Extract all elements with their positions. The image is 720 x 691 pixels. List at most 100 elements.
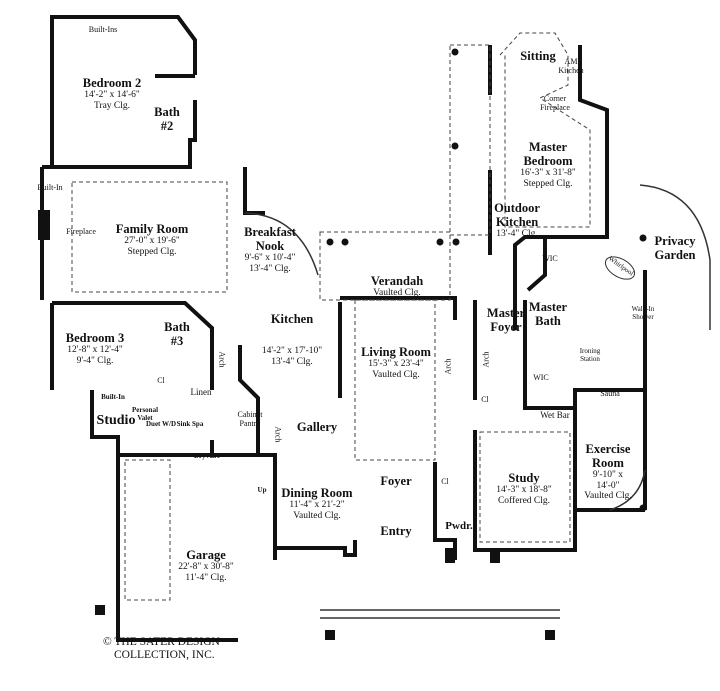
wall: [526, 237, 547, 292]
room-name: Pwdr.: [445, 520, 473, 532]
note-arch: Arch: [443, 358, 453, 375]
room-dims: 9'-6" x 10'-4": [244, 253, 296, 263]
wall: [42, 100, 197, 169]
room-name: Foyer: [380, 474, 412, 488]
garage-slab: [124, 459, 171, 601]
room-bath-2: Bath #2: [154, 105, 180, 133]
exercise-curve: [609, 469, 646, 511]
room-name: Bath #2: [154, 105, 180, 133]
room-bath-3: Bath #3: [164, 320, 190, 348]
privacy-garden-wall: [639, 184, 711, 330]
room-dims: 27'-0" x 19'-6": [124, 236, 180, 246]
wall: [275, 540, 357, 557]
copyright-notice: © THE SATER DESIGN COLLECTION, INC.: [103, 636, 220, 662]
note-linen: Linen: [190, 387, 212, 397]
room-dims: 22'-8" x 30'-8": [178, 562, 234, 572]
room-entry: Entry: [380, 524, 411, 538]
room-sitting: Sitting: [520, 49, 555, 63]
room-dims: 14'-3" x 18'-8": [496, 485, 552, 495]
note-cl-bed3: Cl: [157, 376, 165, 385]
note-cl-foyer: Cl: [441, 477, 449, 486]
room-ceiling: Vaulted Clg.: [373, 288, 421, 298]
room-name: Gallery: [296, 420, 338, 434]
room-dims: 15'-3" x 23'-4": [368, 359, 424, 369]
room-studio: Studio: [97, 413, 136, 429]
note-arch: Arch: [481, 351, 491, 368]
room-name: Bedroom 3: [65, 331, 125, 345]
copyright-line-2: COLLECTION, INC.: [114, 649, 215, 662]
room-ceiling: Coffered Clg.: [497, 495, 551, 506]
note-am-kitchen: AM Kitchen: [558, 57, 584, 75]
note-sink-spa: Sink Spa: [176, 420, 204, 428]
room-name: Master Bedroom: [523, 140, 573, 168]
note-ironing-station: Ironing Station: [579, 347, 601, 363]
room-name: Kitchen: [270, 312, 314, 326]
room-name: Breakfast Nook: [244, 225, 296, 253]
room-dims: 14'-2" x 17'-10": [261, 346, 323, 356]
note-arch: Arch: [273, 426, 283, 443]
room-ceiling: 13'-4" Clg.: [496, 229, 538, 239]
wall: [473, 430, 577, 552]
room-name: Studio: [96, 413, 136, 428]
note-fireplace: Fireplace: [66, 227, 96, 236]
note-sauna: Sauna: [600, 389, 620, 398]
room-dims: 11'-4" x 21'-2": [289, 500, 345, 510]
wall: [116, 455, 238, 642]
room-ceiling: 11'-4" Clg.: [185, 572, 227, 583]
room-name: Verandah: [370, 274, 424, 288]
note-built-in-studio: Built-In: [101, 393, 125, 401]
room-ceiling: Vaulted Clg.: [584, 491, 632, 502]
note-built-ins: Built-Ins: [88, 25, 118, 34]
room-gallery: Gallery: [297, 420, 337, 434]
room-ceiling: Stepped Clg.: [127, 246, 177, 257]
columns: [38, 48, 647, 640]
note-cabinet-pantry: Cabinet Pantry: [237, 410, 263, 428]
note-cl-living: Cl: [481, 395, 489, 404]
master-ceiling: [499, 32, 591, 228]
room-name: Bedroom 2: [82, 76, 142, 90]
note-wic-1: WIC: [542, 254, 558, 263]
room-name: Exercise Room: [585, 442, 631, 470]
room-name: Bath #3: [164, 320, 190, 348]
room-name: Study: [508, 471, 540, 485]
room-ceiling: 13'-4" Clg.: [249, 263, 291, 274]
room-dims: 16'-3" x 31'-8": [520, 168, 576, 178]
room-kitchen: Kitchen 14'-2" x 17'-10"13'-4" Clg.: [262, 312, 322, 367]
whirlpool-tub: [604, 256, 636, 280]
breakfast-bay: [244, 212, 319, 276]
wall: [50, 15, 197, 167]
room-dims: 12'-8" x 12'-4": [67, 345, 123, 355]
room-dims: 14'-2" x 14'-6": [84, 90, 140, 100]
room-name: Master Foyer: [486, 306, 526, 334]
room-ceiling: Vaulted Clg.: [293, 510, 341, 521]
note-walk-in-shower: Walk-In Shower: [631, 305, 655, 321]
room-name: Master Bath: [528, 300, 568, 328]
room-name: Outdoor Kitchen: [494, 201, 540, 229]
room-name: Garage: [186, 548, 226, 562]
room-ceiling: Vaulted Clg.: [372, 369, 420, 380]
note-wic-2: WIC: [533, 373, 549, 382]
study-coffers: [479, 431, 571, 543]
note-dry-aire: Dry Aire: [193, 452, 221, 460]
room-name: Family Room: [115, 222, 189, 236]
family-ceiling: [71, 181, 228, 293]
wall: [238, 345, 260, 455]
room-master-foyer: Master Foyer: [486, 306, 526, 334]
room-privacy-garden: Privacy Garden: [650, 234, 700, 262]
room-ceiling: 13'-4" Clg.: [271, 356, 313, 367]
living-outline: [354, 299, 436, 461]
room-ceiling: Stepped Clg.: [523, 178, 573, 189]
room-foyer: Foyer: [380, 474, 411, 488]
